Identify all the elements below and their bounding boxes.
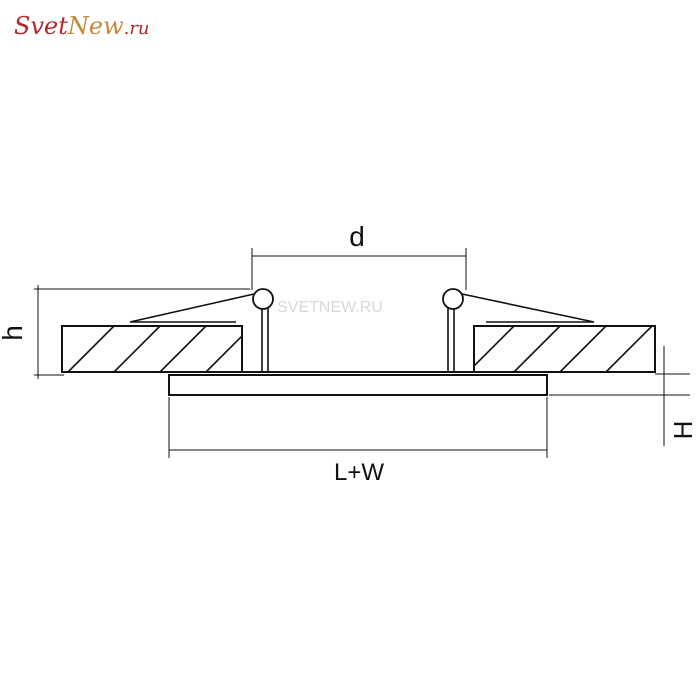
right-block-hatching <box>474 326 653 372</box>
dimension-H-label: H <box>668 421 698 440</box>
dimension-h-label: h <box>0 325 28 341</box>
svetnew-logo: SvetNew.ru <box>14 14 150 38</box>
logo-part-svet: Svet <box>14 12 68 40</box>
dimension-lw-label: L+W <box>334 459 384 486</box>
right-spring-arm <box>461 293 595 323</box>
right-ceiling-block <box>473 325 656 373</box>
left-spring-coil <box>252 288 274 310</box>
fixture-bottom-plate <box>168 374 548 396</box>
left-spring-arm <box>129 293 255 323</box>
logo-part-new: New <box>67 12 124 40</box>
left-block-hatching <box>67 326 242 372</box>
logo-part-ru: .ru <box>123 18 150 39</box>
watermark-text: SVETNEW.RU <box>277 299 383 316</box>
left-ceiling-block <box>61 325 243 373</box>
right-spring-coil <box>442 288 464 310</box>
dimension-H <box>549 346 690 446</box>
dimension-h <box>34 285 250 379</box>
dimension-lw <box>168 397 548 458</box>
dimension-d <box>251 248 467 290</box>
dimension-d-label: d <box>349 221 365 252</box>
